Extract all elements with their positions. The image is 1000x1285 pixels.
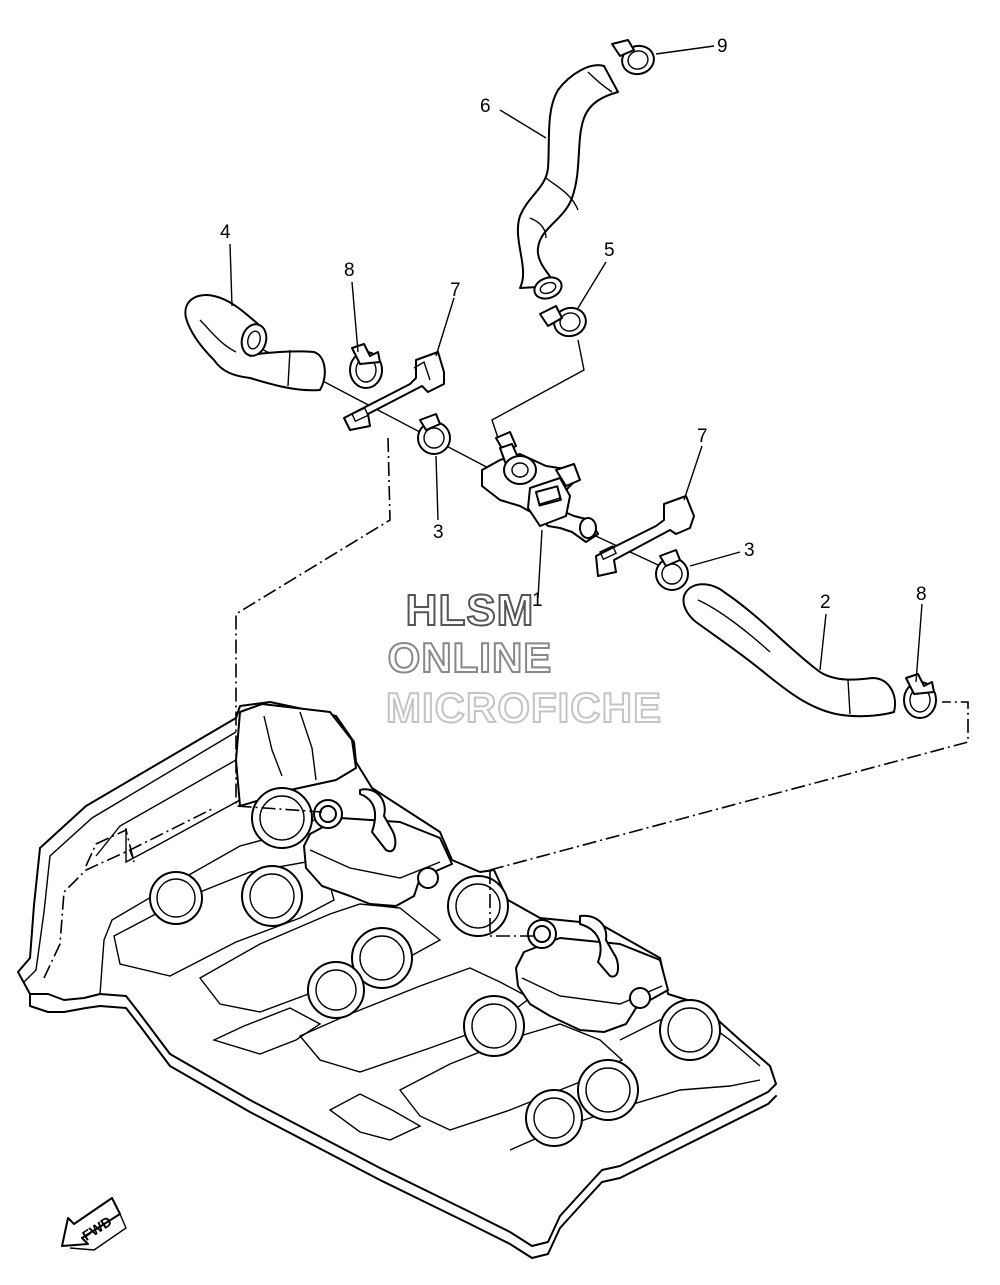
callout-7-right: 7 xyxy=(697,426,708,447)
watermark-line-2: ONLINE xyxy=(387,633,553,682)
watermark-line-3: MICROFICHE xyxy=(385,683,662,732)
callout-9: 9 xyxy=(717,36,728,57)
bracket-part-7-right xyxy=(595,495,695,577)
callout-8-left: 8 xyxy=(344,260,355,281)
clamp-part-3-lower xyxy=(655,549,689,591)
cylinder-head-cover xyxy=(17,701,777,1259)
bracket-part-7-left xyxy=(343,351,445,431)
hose-part-2 xyxy=(682,583,896,718)
clamp-part-8-right xyxy=(903,673,937,719)
callout-numbers: 9 6 4 8 7 5 7 3 3 1 2 8 xyxy=(220,36,927,613)
watermark-line-1: HLSM xyxy=(405,585,535,636)
callout-4: 4 xyxy=(220,222,231,243)
callout-leaders xyxy=(229,45,923,683)
hose-part-6 xyxy=(516,64,619,300)
clamp-part-3-upper xyxy=(417,413,451,455)
callout-5: 5 xyxy=(604,240,615,261)
callout-3-lower: 3 xyxy=(744,540,755,561)
callout-3-upper: 3 xyxy=(433,522,444,543)
callout-7-left: 7 xyxy=(450,280,461,301)
callout-6: 6 xyxy=(480,96,491,117)
callout-2: 2 xyxy=(820,592,831,613)
clamp-part-8-left xyxy=(349,343,383,389)
air-cut-valve-part-1 xyxy=(481,431,599,543)
callout-1: 1 xyxy=(532,590,543,611)
hose-part-4 xyxy=(184,294,326,392)
clamp-part-9 xyxy=(611,39,655,76)
forward-arrow-icon: FWD xyxy=(61,1197,127,1251)
cover-plug-holes xyxy=(149,787,721,1147)
callout-8-right: 8 xyxy=(916,584,927,605)
clamp-part-5 xyxy=(539,305,587,338)
